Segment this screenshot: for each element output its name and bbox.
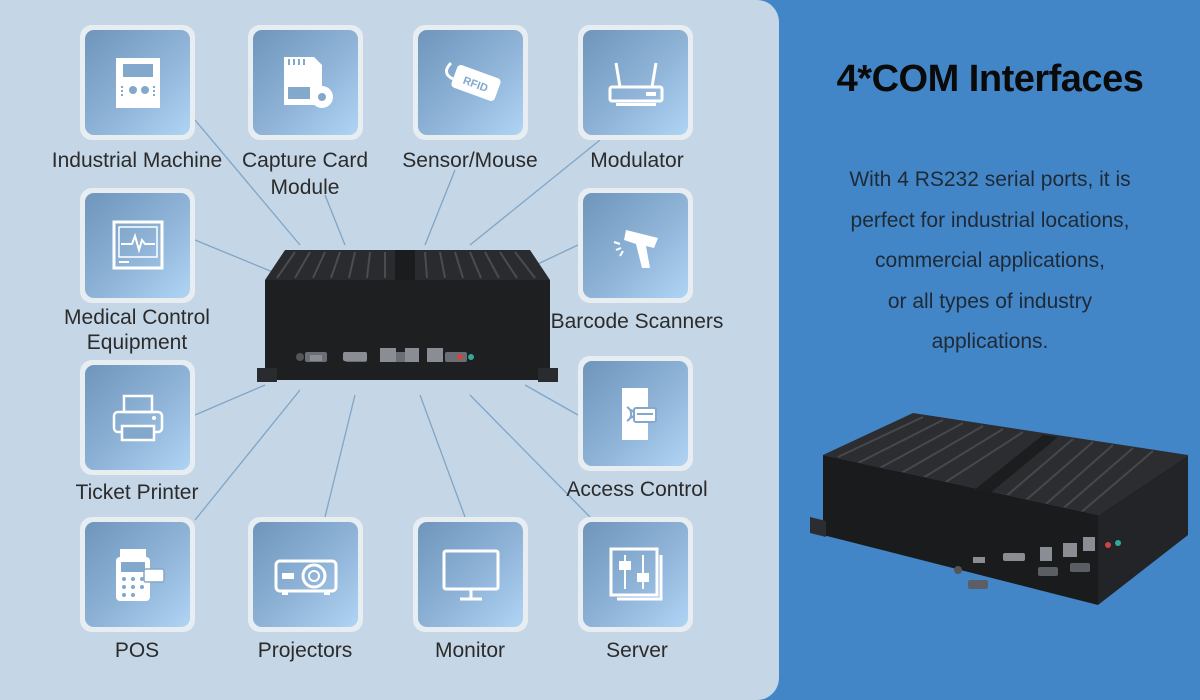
tile-pos — [80, 517, 195, 632]
connector-lines — [194, 119, 601, 521]
label-sensor-mouse: Sensor/Mouse — [402, 149, 538, 172]
description: With 4 RS232 serial ports, it is perfect… — [849, 168, 1131, 353]
tile-monitor — [413, 517, 528, 632]
tile-barcode-scanners — [578, 188, 693, 303]
tile-projectors — [248, 517, 363, 632]
label-access-control: Access Control — [566, 478, 708, 501]
card-reader-icon — [621, 387, 657, 440]
tile-ticket-printer — [80, 360, 195, 475]
tile-medical-control — [80, 188, 195, 303]
tile-server — [578, 517, 693, 632]
tile-modulator — [578, 25, 693, 140]
label-modulator: Modulator — [590, 149, 684, 172]
tile-sensor-mouse: RFID — [413, 25, 528, 140]
heading: 4*COM Interfaces — [836, 58, 1144, 100]
sd-card-gear-icon — [283, 56, 333, 108]
label-industrial-machine: Industrial Machine — [51, 149, 223, 172]
industrial-machine-icon — [115, 57, 160, 108]
label-server: Server — [606, 639, 668, 662]
server-icon — [609, 547, 662, 600]
pos-terminal-icon — [115, 548, 165, 601]
router-icon — [608, 62, 663, 106]
mini-pc-product-image — [810, 413, 1188, 605]
rfid-tag-icon: RFID — [444, 61, 501, 101]
tile-access-control — [578, 356, 693, 471]
tile-capture-card — [248, 25, 363, 140]
tile-industrial-machine — [80, 25, 195, 140]
label-barcode-scanners: Barcode Scanners — [550, 310, 724, 333]
label-pos: POS — [114, 639, 160, 662]
monitor-ecg-icon — [112, 220, 163, 269]
label-ticket-printer: Ticket Printer — [75, 481, 199, 504]
mini-pc-image — [257, 250, 558, 382]
label-monitor: Monitor — [434, 639, 506, 662]
barcode-scanner-icon — [613, 229, 658, 268]
label-projectors: Projectors — [257, 639, 353, 662]
printer-icon — [112, 394, 163, 441]
monitor-icon — [442, 549, 499, 600]
projector-icon — [274, 559, 337, 595]
